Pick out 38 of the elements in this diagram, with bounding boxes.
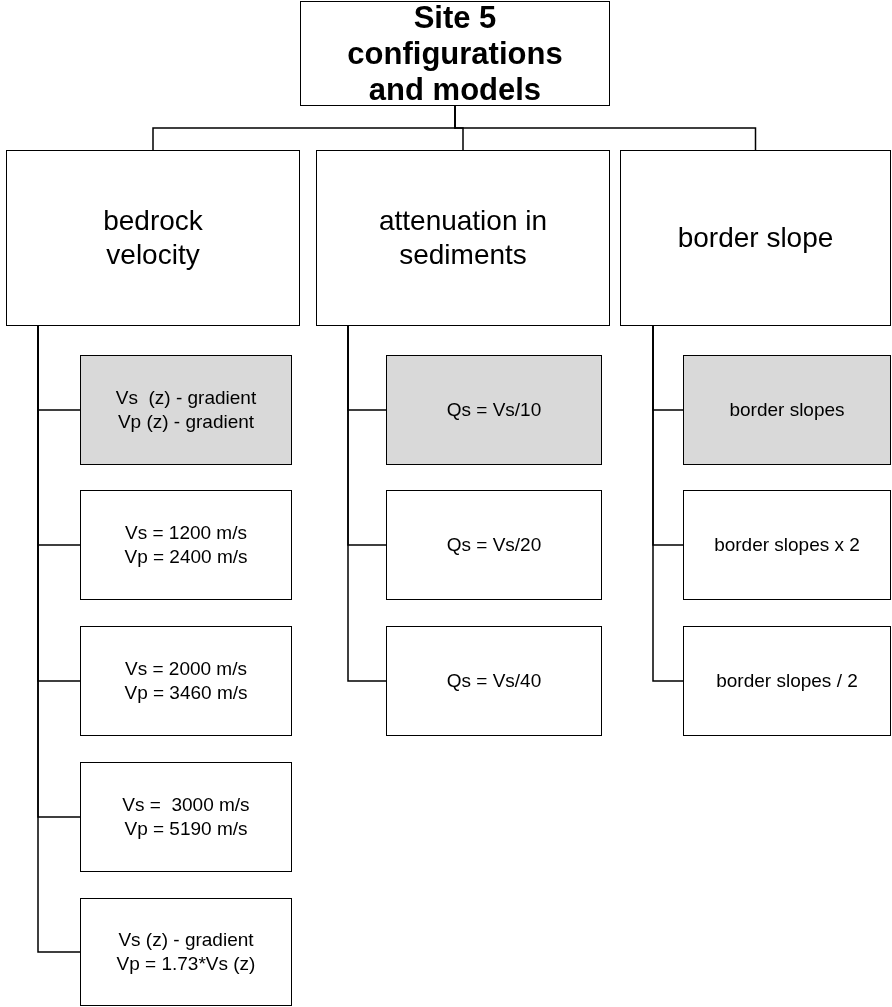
box-text: Vs (z) - gradient: [115, 386, 257, 410]
option-box: [386, 355, 602, 465]
option-box: [386, 490, 602, 600]
box-text: Site 5 configurations and models: [346, 0, 564, 108]
title-box: [300, 1, 610, 106]
option-box: [80, 898, 292, 1006]
box-text: border slope: [677, 221, 834, 255]
box-text: Vp = 5190 m/s: [124, 817, 248, 841]
option-box: [80, 490, 292, 600]
option-box: [683, 355, 891, 465]
box-text: Vs = 2000 m/s: [125, 657, 247, 681]
box-text: Vs = 3000 m/s: [122, 793, 250, 817]
box-text: Vs = 1200 m/s: [125, 521, 247, 545]
box-text: attenuation in sediments: [377, 204, 549, 272]
box-text: border slopes / 2: [716, 669, 858, 693]
connector-line: [347, 325, 387, 682]
category-box: [316, 150, 610, 326]
option-box: [80, 762, 292, 872]
box-text: Vs (z) - gradient: [118, 928, 254, 952]
option-box: [80, 355, 292, 465]
box-text: border slopes: [729, 398, 845, 422]
box-text: Vp = 1.73*Vs (z): [116, 952, 256, 976]
option-box: [683, 626, 891, 736]
box-text: Vp (z) - gradient: [117, 410, 255, 434]
connector-line: [454, 105, 757, 151]
box-text: border slopes x 2: [714, 533, 860, 557]
category-box: [6, 150, 300, 326]
box-text: Vp = 2400 m/s: [124, 545, 248, 569]
box-text: Qs = Vs/10: [446, 398, 542, 422]
connector-line: [652, 325, 684, 682]
box-text: Qs = Vs/20: [446, 533, 542, 557]
category-box: [620, 150, 891, 326]
option-box: [386, 626, 602, 736]
option-box: [683, 490, 891, 600]
box-text: Qs = Vs/40: [446, 669, 542, 693]
option-box: [80, 626, 292, 736]
box-text: bedrock velocity: [102, 204, 204, 272]
box-text: Vp = 3460 m/s: [124, 681, 248, 705]
